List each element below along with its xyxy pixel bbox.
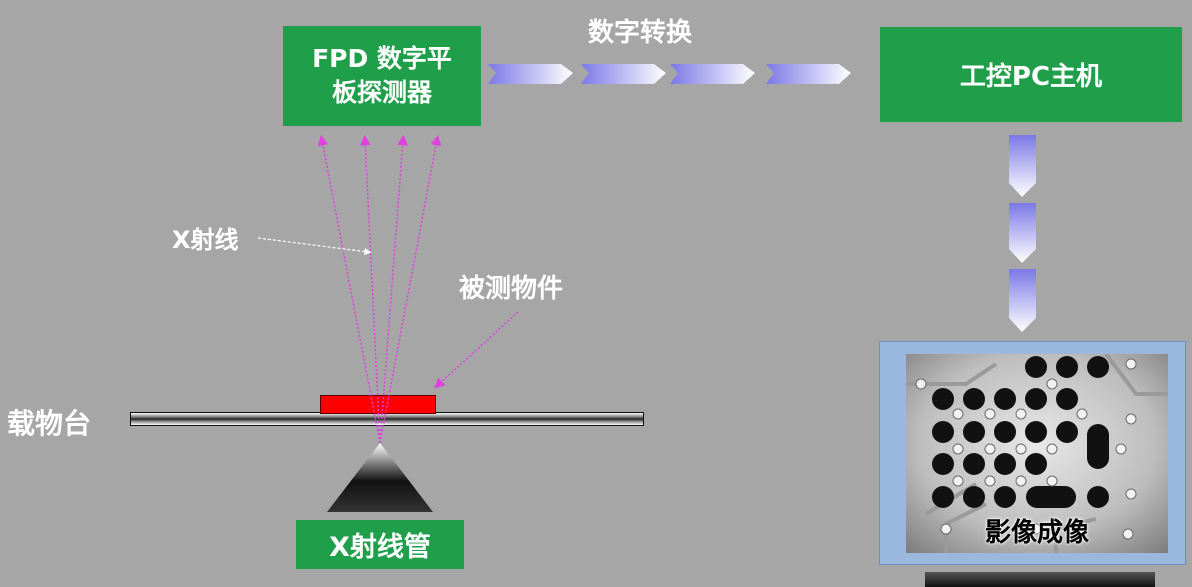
chevron-right-icon — [670, 64, 755, 84]
monitor-screen: 影像成像 — [906, 354, 1168, 553]
vias — [915, 358, 1137, 540]
solder-balls — [932, 356, 1109, 508]
chevron-right-icon — [488, 64, 573, 84]
detector-label-line2: 板探测器 — [331, 78, 432, 107]
xray-beams — [317, 134, 442, 444]
chevron-down-icon — [1009, 135, 1036, 197]
stage-label: 载物台 — [7, 407, 92, 440]
xray-tube-icon — [327, 443, 433, 512]
xray-beam — [379, 134, 442, 444]
xray-image — [906, 354, 1168, 553]
chevron-right-icon — [581, 64, 666, 84]
pc-host-box: 工控PC主机 — [880, 27, 1182, 122]
xray-beam — [379, 134, 408, 444]
xray-tube-box: X射线管 — [296, 520, 464, 569]
chevron-right-icon — [766, 64, 851, 84]
detector-label-line1: FPD 数字平 — [312, 44, 452, 73]
xray-beam — [360, 134, 381, 444]
monitor: 影像成像 — [879, 341, 1186, 565]
xray-label-pointer — [257, 237, 372, 256]
test-object-label: 被测物件 — [459, 274, 564, 304]
xray-tube-label: X射线管 — [329, 532, 431, 563]
pc-host-label: 工控PC主机 — [959, 62, 1103, 92]
chevron-down-icon — [1009, 269, 1036, 332]
horizontal-arrows — [488, 64, 851, 84]
vertical-arrows — [1009, 135, 1036, 332]
monitor-stand — [925, 572, 1155, 587]
fpd-detector-box: FPD 数字平 板探测器 — [283, 26, 481, 126]
test-object-pointer — [434, 311, 519, 389]
imaging-label: 影像成像 — [984, 518, 1089, 548]
chevron-down-icon — [1009, 203, 1036, 263]
xray-label: X射线 — [172, 226, 239, 254]
xray-beam — [317, 134, 381, 444]
digital-conversion-label: 数字转换 — [588, 18, 693, 48]
